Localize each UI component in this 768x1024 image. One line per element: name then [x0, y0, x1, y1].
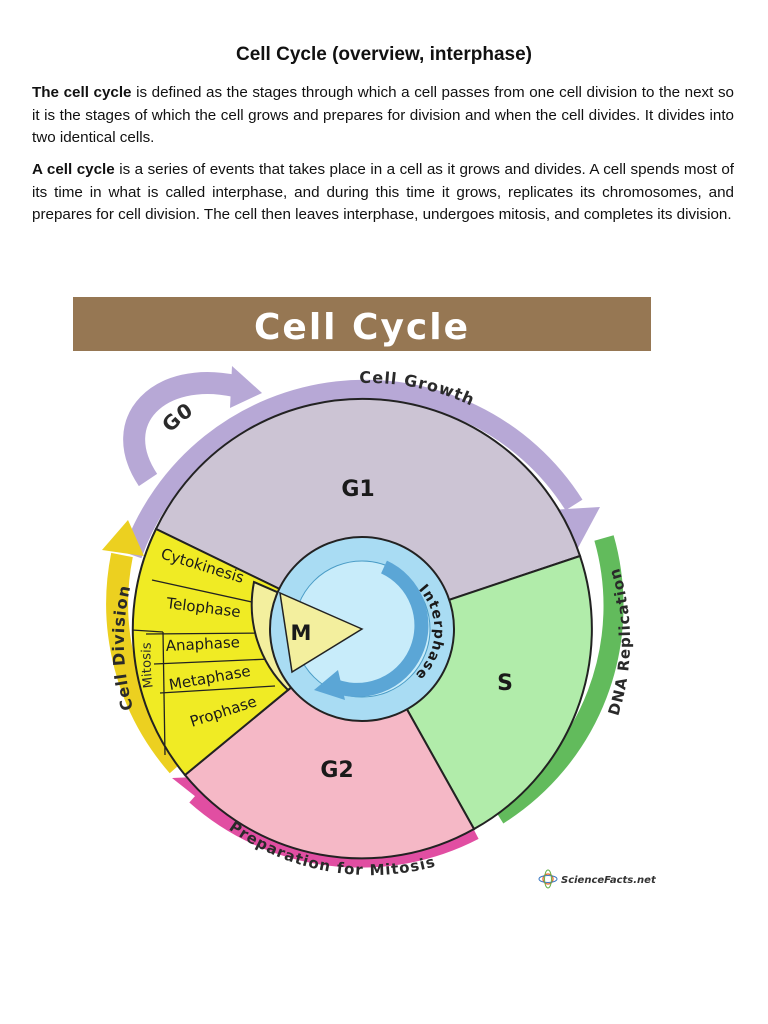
- g2-wedge: [183, 627, 476, 860]
- g0-loop-arc: [123, 372, 238, 487]
- g2-label: G2: [320, 758, 353, 783]
- mitosis-band: [131, 527, 364, 777]
- definition-paragraph: A cell cycle is a series of events that …: [32, 159, 734, 227]
- cell-cycle-diagram: Cell Cycle G1 S G2 M Cytokinesis Telopha…: [73, 297, 657, 889]
- m-wedge-cover: [279, 591, 364, 674]
- definition-text: is a series of events that takes place i…: [32, 161, 734, 223]
- interphase-arrowhead: [314, 670, 345, 700]
- mitosis-stage-dividers: [131, 579, 276, 756]
- credit-text: ScienceFacts.net: [561, 875, 657, 886]
- intro-text: is defined as the stages through which a…: [32, 84, 734, 146]
- intro-bold-lead: The cell cycle: [32, 84, 132, 101]
- g1-label: G1: [341, 477, 374, 502]
- banner-title: Cell Cycle: [254, 307, 470, 348]
- definition-bold-lead: A cell cycle: [32, 161, 115, 178]
- banner: [73, 297, 651, 351]
- interphase-cycle-arrow: [327, 560, 429, 697]
- mitosis-label: Mitosis: [139, 642, 156, 689]
- page-title: Cell Cycle (overview, interphase): [235, 44, 533, 65]
- cell-division-arrowhead: [102, 520, 144, 556]
- dna-replication-arc: [492, 535, 624, 824]
- anaphase-label: Anaphase: [165, 633, 240, 655]
- intro-paragraph: The cell cycle is defined as the stages …: [32, 82, 734, 150]
- m-label: M: [291, 621, 312, 645]
- cell-growth-arc: [122, 379, 583, 559]
- cell-division-arc: [106, 552, 187, 774]
- g1-wedge: [154, 397, 582, 631]
- g0-arrowhead: [230, 366, 262, 408]
- sciencefacts-logo: ScienceFacts.net: [538, 869, 657, 889]
- s-label: S: [497, 671, 513, 696]
